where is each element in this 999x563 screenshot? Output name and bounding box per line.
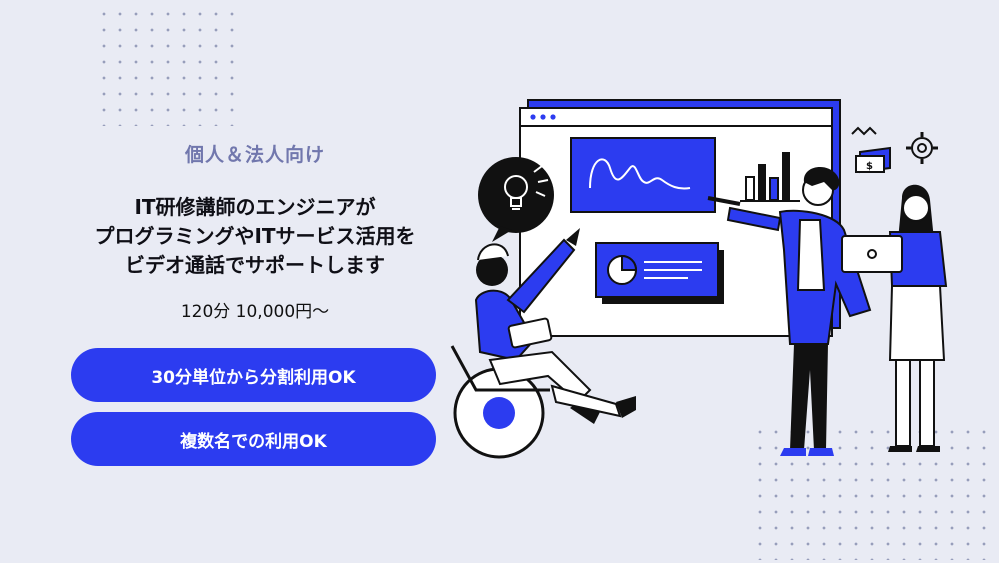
wave-icon (851, 126, 877, 136)
multi-user-button[interactable]: 複数名での利用OK (71, 412, 436, 466)
speech-bubble (478, 157, 554, 242)
gear-icon (906, 132, 938, 164)
pie-chart-icon (607, 254, 638, 285)
lightbulb-icon (504, 165, 549, 210)
headline-line-1: IT研修講師のエンジニアが (134, 195, 376, 219)
woman-with-laptop (841, 184, 948, 452)
bar-chart-icon (740, 152, 800, 202)
svg-text:$: $ (866, 161, 873, 172)
headline-line-3: ビデオ通話でサポートします (125, 253, 385, 277)
dot-pattern-top-left (96, 6, 236, 126)
content-panel: 個人＆法人向け IT研修講師のエンジニアが プログラミングやITサービス活用を … (40, 0, 470, 563)
presenter-man (707, 167, 872, 456)
headline: IT研修講師のエンジニアが プログラミングやITサービス活用を ビデオ通話でサポ… (40, 193, 470, 280)
audience-tag: 個人＆法人向け (184, 144, 325, 166)
price-text: 120分 10,000円〜 (180, 302, 330, 322)
report-card (595, 242, 724, 304)
split-use-button[interactable]: 30分単位から分割利用OK (71, 348, 436, 402)
money-icon: $ (855, 146, 891, 174)
illustration: $ (450, 99, 948, 459)
signature-card (570, 137, 716, 213)
headline-line-2: プログラミングやITサービス活用を (94, 224, 416, 248)
wheelchair-person (450, 228, 636, 459)
